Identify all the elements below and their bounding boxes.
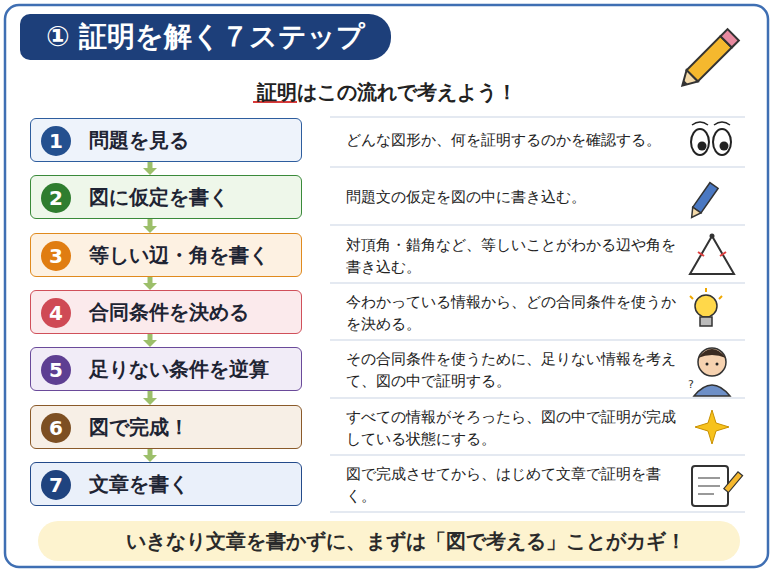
sparkle-icon bbox=[695, 410, 729, 444]
step-number: 1 bbox=[49, 129, 63, 153]
flow-arrow bbox=[143, 391, 157, 405]
step-description: すべての情報がそろったら、図の中で証明が完成している状態にする。 bbox=[346, 407, 681, 451]
thinking-person-icon: ? bbox=[688, 348, 730, 396]
step-box: 文章を書く 7 bbox=[30, 462, 302, 506]
flow-arrow bbox=[143, 219, 157, 233]
step-label: 図に仮定を書く bbox=[89, 184, 229, 211]
step-label: 等しい辺・角を書く bbox=[89, 242, 269, 269]
step-label: 合同条件を決める bbox=[89, 299, 249, 326]
step-label: 問題を見る bbox=[89, 127, 189, 154]
lightbulb-icon bbox=[690, 288, 722, 326]
step-box: 図に仮定を書く 2 bbox=[30, 175, 302, 219]
step-label: 足りない条件を逆算 bbox=[89, 356, 269, 383]
step-description: 問題文の仮定を図の中に書き込む。 bbox=[346, 187, 681, 209]
flow-arrow bbox=[143, 449, 157, 462]
eyes-icon bbox=[691, 122, 731, 155]
step-number-circle: 3 bbox=[41, 241, 71, 271]
step-description: どんな図形か、何を証明するのかを確認する。 bbox=[346, 130, 681, 152]
step-description: 対頂角・錯角など、等しいことがわかる辺や角を書き込む。 bbox=[346, 235, 681, 279]
step-box: 問題を見る 1 bbox=[30, 118, 302, 162]
step-number-circle: 7 bbox=[41, 470, 71, 500]
pencil-icon bbox=[688, 183, 719, 221]
step-box: 足りない条件を逆算 5 bbox=[30, 347, 302, 391]
step-number-circle: 6 bbox=[41, 413, 71, 443]
step-number: 4 bbox=[49, 301, 63, 325]
tip-text: いきなり文章を書かずに、まずは「図で考える」ことがカギ！ bbox=[126, 528, 686, 555]
step-number-circle: 5 bbox=[41, 355, 71, 385]
step-number-circle: 4 bbox=[41, 298, 71, 328]
step-number: 6 bbox=[49, 416, 63, 440]
notepad-icon bbox=[692, 466, 743, 506]
step-number: 2 bbox=[49, 186, 63, 210]
separator-lines bbox=[330, 117, 745, 512]
step-box: 等しい辺・角を書く 3 bbox=[30, 233, 302, 277]
triangle-icon bbox=[690, 234, 734, 275]
step-number-circle: 2 bbox=[41, 183, 71, 213]
subtitle: 証明はこの流れで考えよう！ bbox=[0, 78, 773, 107]
step-number: 3 bbox=[49, 244, 63, 268]
step-description: 今わかっている情報から、どの合同条件を使うかを決める。 bbox=[346, 292, 681, 336]
step-description: その合同条件を使うために、足りない情報を考えて、図の中で証明する。 bbox=[346, 349, 681, 393]
step-box: 図で完成！ 6 bbox=[30, 405, 302, 449]
svg-text:?: ? bbox=[688, 378, 694, 391]
step-box: 合同条件を決める 4 bbox=[30, 290, 302, 334]
step-label: 図で完成！ bbox=[89, 414, 189, 441]
tip-banner: いきなり文章を書かずに、まずは「図で考える」ことがカギ！ bbox=[38, 521, 740, 561]
title-banner: ① 証明を解く７ステップ bbox=[20, 14, 391, 60]
flow-arrow bbox=[143, 334, 157, 347]
pencil-icon bbox=[677, 29, 739, 91]
step-number: 7 bbox=[49, 473, 63, 497]
step-number: 5 bbox=[49, 358, 63, 382]
step-number-circle: 1 bbox=[41, 126, 71, 156]
flow-arrow bbox=[143, 162, 157, 175]
flow-arrow bbox=[143, 277, 157, 290]
step-label: 文章を書く bbox=[89, 471, 189, 498]
step-description: 図で完成させてから、はじめて文章で証明を書く。 bbox=[346, 464, 681, 508]
